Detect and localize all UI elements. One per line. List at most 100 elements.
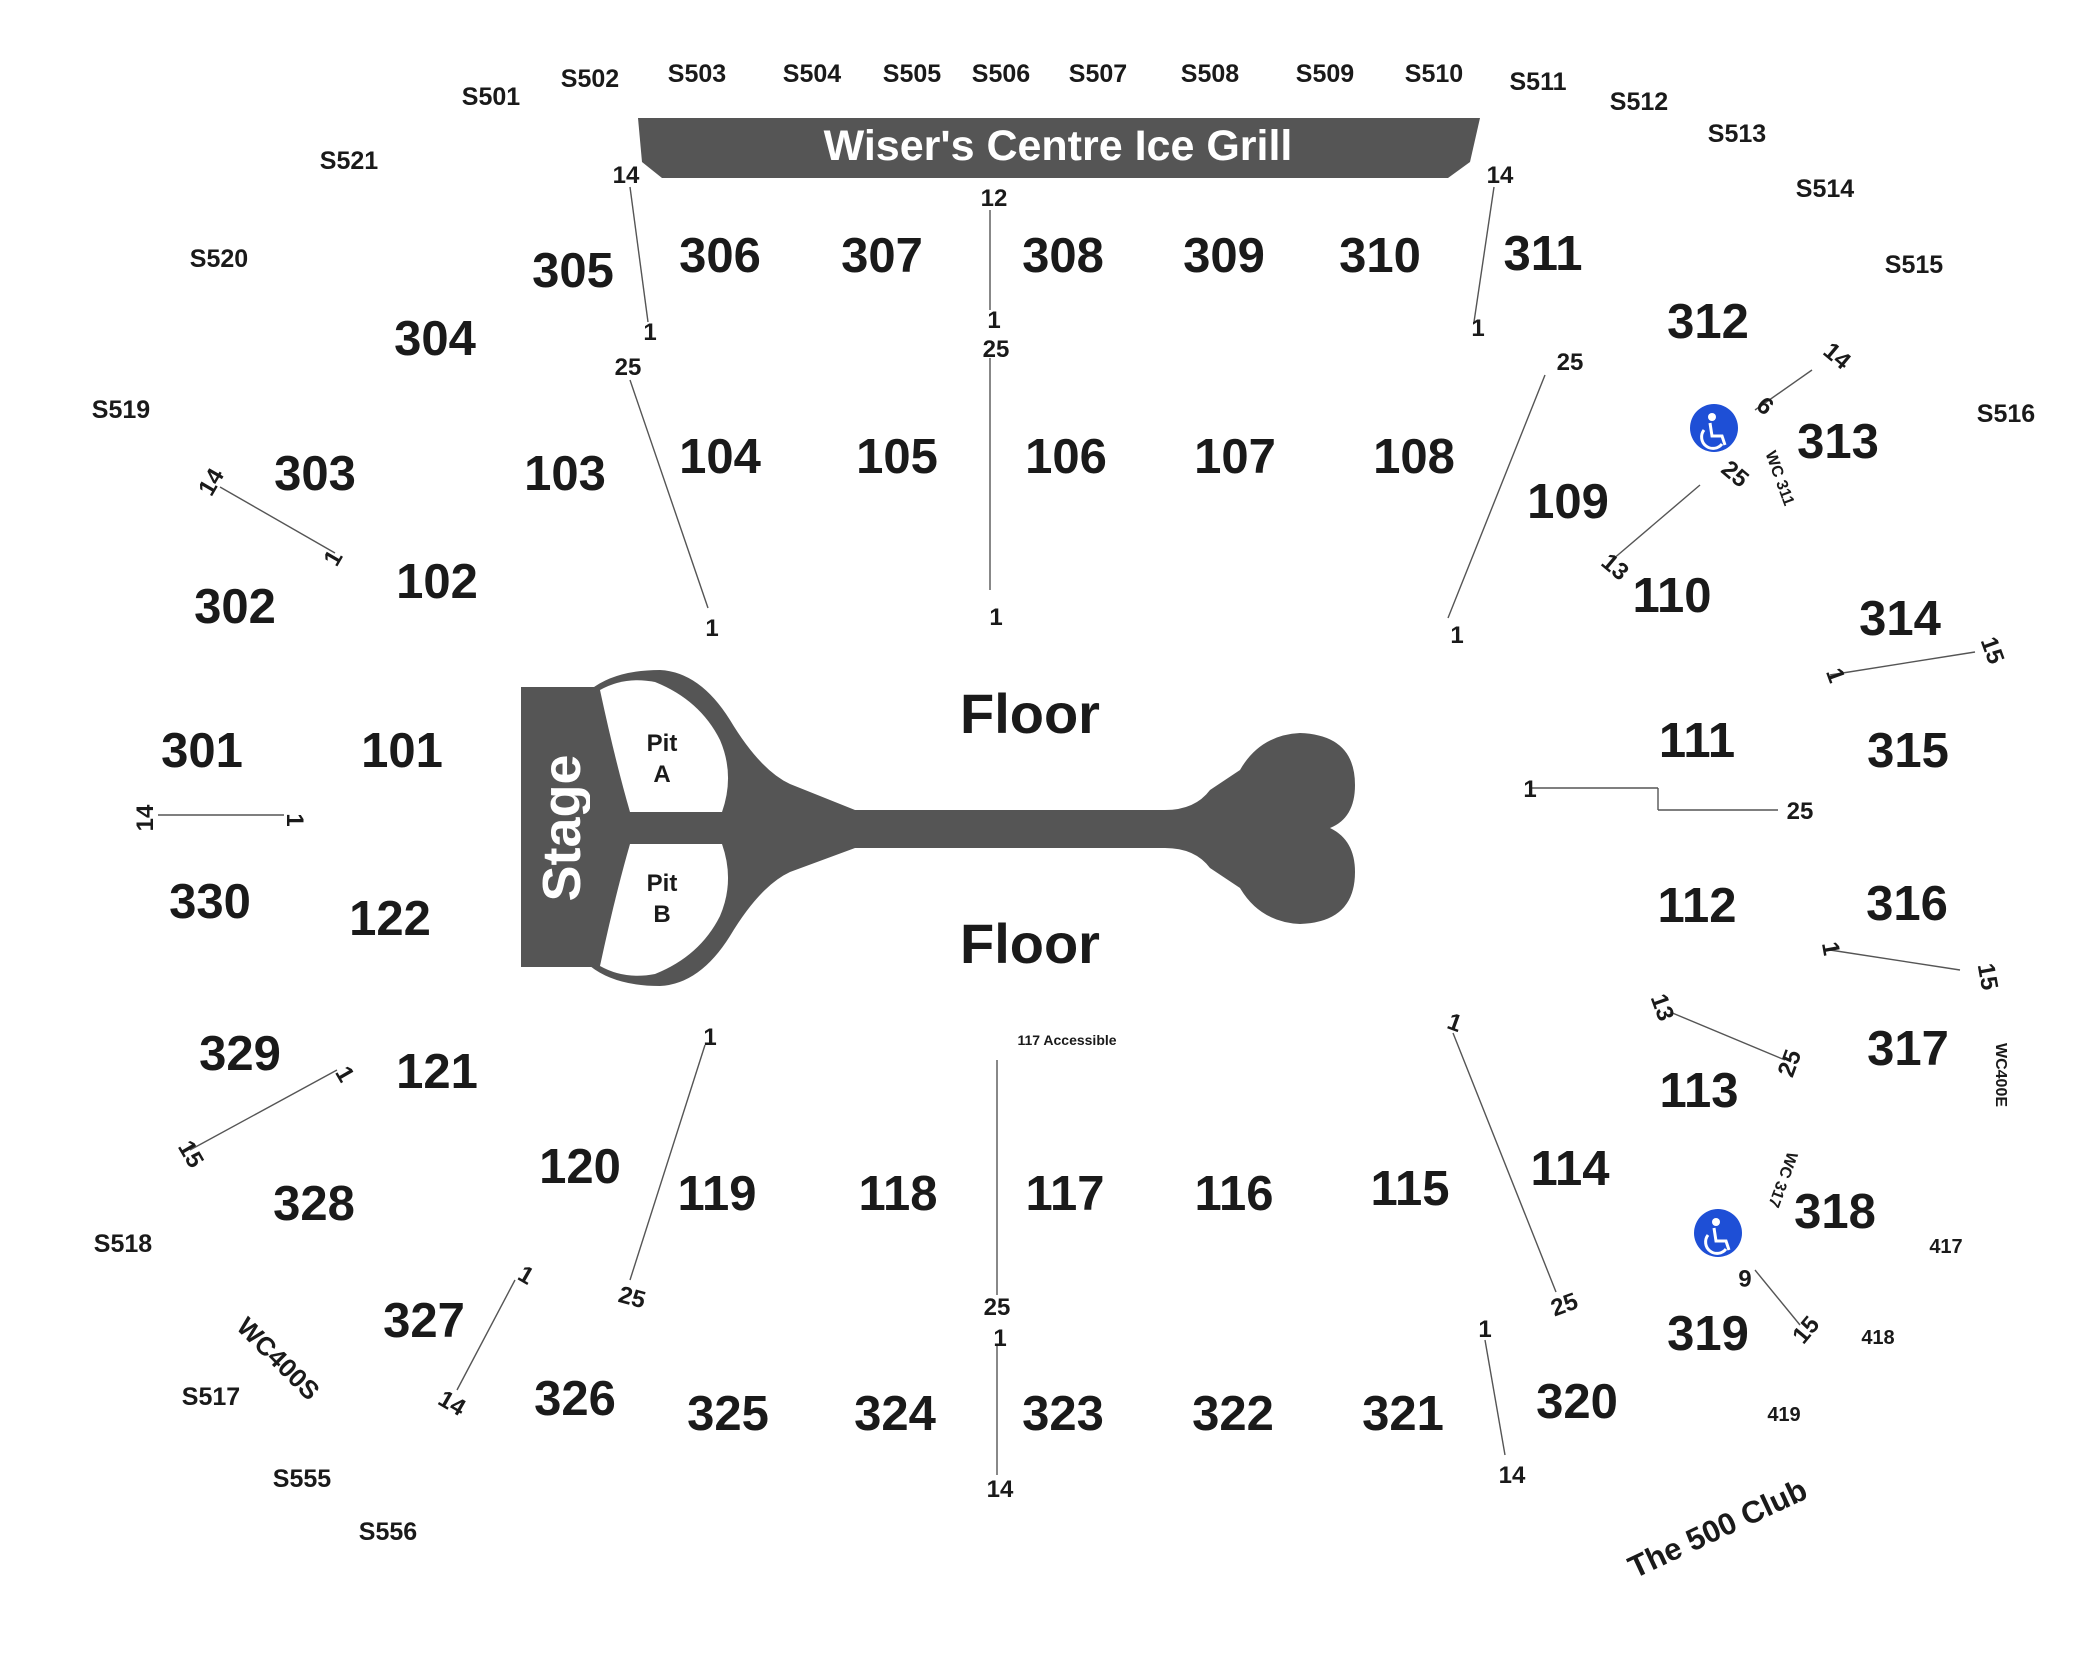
section-label[interactable]: 315 [1867, 724, 1949, 778]
suite-label[interactable]: S520 [190, 245, 248, 273]
section-label[interactable]: 111 [1659, 714, 1735, 768]
suite-label[interactable]: S555 [273, 1465, 331, 1493]
suite-label[interactable]: S511 [1509, 68, 1566, 96]
section-label[interactable]: 330 [169, 875, 251, 929]
floor-bottom-label[interactable]: Floor [960, 912, 1100, 975]
section-label[interactable]: 324 [854, 1387, 936, 1441]
section-label[interactable]: 106 [1025, 430, 1107, 484]
section-label[interactable]: 312 [1667, 295, 1749, 349]
section-label[interactable]: 118 [858, 1167, 937, 1221]
section-label[interactable]: 327 [383, 1294, 465, 1348]
suite-label[interactable]: S514 [1796, 175, 1854, 203]
suite-label[interactable]: S505 [883, 60, 941, 88]
row-number: 1 [281, 813, 308, 826]
suite-label[interactable]: S518 [94, 1230, 152, 1258]
section-label[interactable]: 119 [677, 1167, 756, 1221]
club-section-label[interactable]: 419 [1767, 1404, 1800, 1426]
club-section-label[interactable]: 417 [1929, 1236, 1962, 1258]
row-number: 15 [1975, 633, 2010, 667]
section-label[interactable]: 112 [1657, 879, 1736, 933]
row-number: 12 [981, 185, 1008, 212]
section-label[interactable]: 326 [534, 1372, 616, 1426]
section-label[interactable]: 304 [394, 312, 476, 366]
club-sections: 417 418 419 The 500 Club [1623, 1236, 1963, 1585]
section-label[interactable]: 328 [273, 1177, 355, 1231]
pit-b[interactable] [600, 844, 729, 976]
suite-label[interactable]: S556 [359, 1518, 417, 1546]
suites: S501 S502 S503 S504 S505 S506 S507 S508 … [92, 60, 2035, 1546]
section-label[interactable]: 318 [1794, 1185, 1876, 1239]
section-label[interactable]: 305 [532, 244, 614, 298]
section-label[interactable]: 108 [1373, 430, 1455, 484]
suite-label[interactable]: S509 [1296, 60, 1354, 88]
section-label[interactable]: 303 [274, 447, 356, 501]
section-label[interactable]: 307 [841, 229, 923, 283]
sections: 305 306 307 308 309 310 311 312 313 314 … [161, 227, 1949, 1441]
section-label[interactable]: 122 [349, 892, 431, 946]
row-number: 1 [987, 307, 1000, 334]
section-label[interactable]: 101 [361, 724, 443, 778]
section-label[interactable]: 103 [524, 447, 606, 501]
suite-label[interactable]: S515 [1885, 251, 1943, 279]
section-label[interactable]: 302 [194, 580, 276, 634]
suite-label[interactable]: S513 [1708, 120, 1766, 148]
section-label[interactable]: 116 [1194, 1167, 1273, 1221]
floor-top-label[interactable]: Floor [960, 682, 1100, 745]
suite-label[interactable]: S504 [783, 60, 841, 88]
section-label[interactable]: 314 [1859, 592, 1941, 646]
row-number: 1 [1816, 940, 1845, 958]
section-label[interactable]: 301 [161, 724, 243, 778]
row-number: 6 [1751, 392, 1779, 421]
section-label[interactable]: 322 [1192, 1387, 1274, 1441]
club-label[interactable]: The 500 Club [1623, 1472, 1813, 1585]
section-label[interactable]: 107 [1194, 430, 1276, 484]
section-label[interactable]: 325 [687, 1387, 769, 1441]
suite-label[interactable]: S512 [1610, 88, 1668, 116]
section-label[interactable]: 308 [1022, 229, 1104, 283]
section-label[interactable]: 105 [856, 430, 938, 484]
section-label[interactable]: 114 [1530, 1142, 1609, 1196]
section-label[interactable]: 329 [199, 1027, 281, 1081]
section-label[interactable]: 113 [1659, 1064, 1738, 1118]
section-label[interactable]: 306 [679, 229, 761, 283]
section-label[interactable]: 120 [539, 1140, 621, 1194]
suite-label[interactable]: S507 [1069, 60, 1127, 88]
section-label[interactable]: 316 [1866, 877, 1948, 931]
section-label[interactable]: 109 [1527, 475, 1609, 529]
section-label[interactable]: 320 [1536, 1375, 1618, 1429]
club-section-label[interactable]: 418 [1861, 1327, 1894, 1349]
suite-label[interactable]: S501 [462, 83, 520, 111]
section-label[interactable]: 323 [1022, 1387, 1104, 1441]
section-label[interactable]: 321 [1362, 1387, 1444, 1441]
suite-label[interactable]: S508 [1181, 60, 1239, 88]
suite-label[interactable]: S503 [668, 60, 726, 88]
suite-label[interactable]: S506 [972, 60, 1030, 88]
section-label[interactable]: 310 [1339, 229, 1421, 283]
suite-label[interactable]: S517 [182, 1383, 240, 1411]
suite-label[interactable]: S521 [320, 147, 378, 175]
row-number: 14 [613, 162, 640, 189]
row-number: 1 [329, 1062, 359, 1087]
section-label[interactable]: 104 [679, 430, 761, 484]
section-label[interactable]: 313 [1797, 415, 1879, 469]
row-number: 1 [1471, 315, 1484, 342]
section-label[interactable]: 311 [1503, 227, 1582, 281]
suite-label[interactable]: S519 [92, 396, 150, 424]
section-label[interactable]: 317 [1867, 1022, 1949, 1076]
grill-area[interactable]: Wiser's Centre Ice Grill [638, 118, 1480, 178]
section-label[interactable]: 309 [1183, 229, 1265, 283]
section-label[interactable]: 319 [1667, 1307, 1749, 1361]
section-label[interactable]: 117 [1025, 1167, 1104, 1221]
row-number: 25 [1547, 1288, 1581, 1323]
suite-label[interactable]: S510 [1405, 60, 1463, 88]
section-label[interactable]: 110 [1632, 569, 1711, 623]
row-number: 1 [1523, 776, 1536, 803]
suite-label[interactable]: S502 [561, 65, 619, 93]
section-label[interactable]: 102 [396, 555, 478, 609]
section-label[interactable]: 121 [396, 1045, 478, 1099]
section-label[interactable]: 115 [1370, 1162, 1449, 1216]
pit-a[interactable] [600, 680, 729, 812]
row-number: 13 [1596, 548, 1634, 586]
suite-label[interactable]: S516 [1977, 400, 2035, 428]
